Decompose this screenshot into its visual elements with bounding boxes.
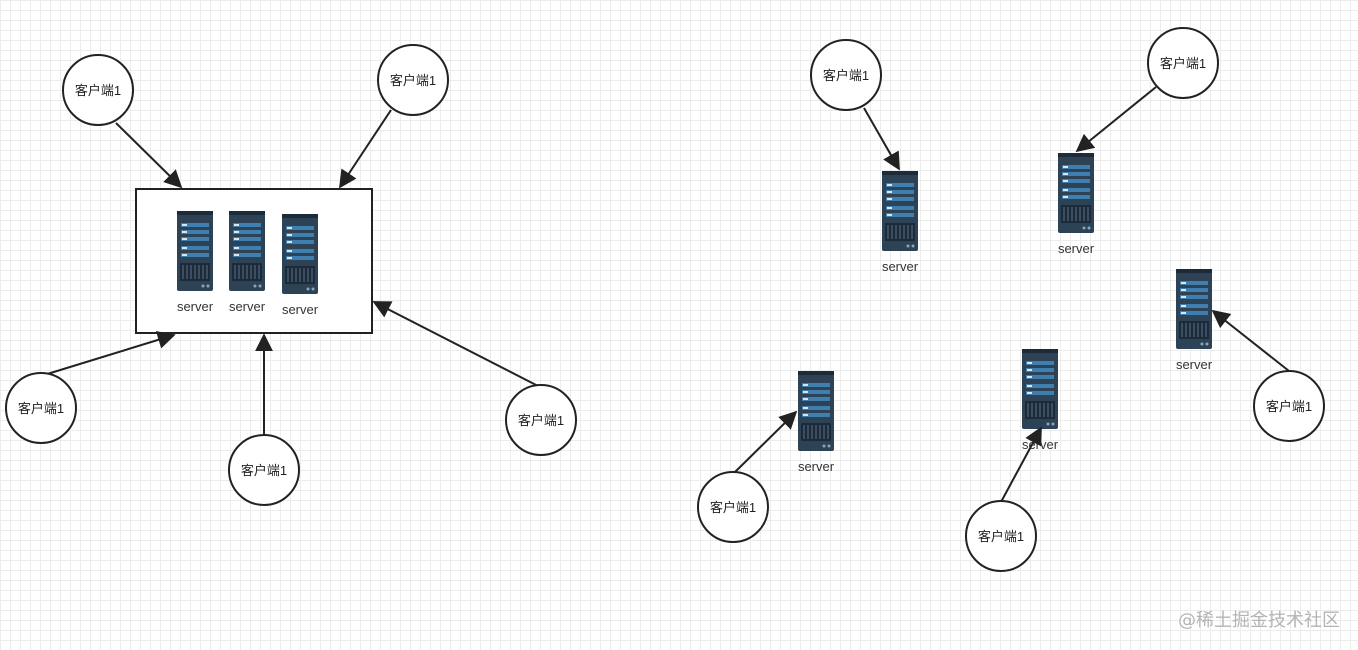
server-rack-icon — [228, 210, 266, 292]
server-label: server — [1022, 437, 1059, 452]
server-rack-icon — [1057, 152, 1095, 234]
server-label: server — [229, 299, 266, 314]
server-rack-icon — [176, 210, 214, 292]
server-rack-icon — [281, 213, 319, 295]
standalone-server: server — [1175, 268, 1213, 372]
client-label: 客户端1 — [1266, 399, 1312, 414]
client-label: 客户端1 — [241, 463, 287, 478]
edge-arrow — [1000, 426, 1042, 503]
client-label: 客户端1 — [518, 413, 564, 428]
edge-arrow — [115, 122, 183, 189]
client-label: 客户端1 — [18, 401, 64, 416]
client-node: 客户端1 — [965, 500, 1037, 572]
server-label: server — [1058, 241, 1095, 256]
standalone-server: server — [1021, 348, 1059, 452]
server-label: server — [282, 302, 319, 317]
client-node: 客户端1 — [5, 372, 77, 444]
client-node: 客户端1 — [697, 471, 769, 543]
standalone-server: server — [797, 370, 835, 474]
edge-arrow — [1075, 86, 1157, 153]
client-label: 客户端1 — [823, 68, 869, 83]
client-node: 客户端1 — [377, 44, 449, 116]
edge-arrow — [372, 301, 541, 388]
client-node: 客户端1 — [505, 384, 577, 456]
server-label: server — [1176, 357, 1213, 372]
client-node: 客户端1 — [62, 54, 134, 126]
client-node: 客户端1 — [228, 434, 300, 506]
standalone-server: server — [1057, 152, 1095, 256]
client-node: 客户端1 — [810, 39, 882, 111]
cluster-server-3: server — [281, 213, 319, 317]
edge-arrow — [1211, 309, 1290, 372]
client-label: 客户端1 — [710, 500, 756, 515]
watermark: @稀土掘金技术社区 — [1178, 610, 1340, 631]
server-rack-icon — [797, 370, 835, 452]
client-node: 客户端1 — [1253, 370, 1325, 442]
server-label: server — [798, 459, 835, 474]
server-rack-icon — [1175, 268, 1213, 350]
client-label: 客户端1 — [390, 73, 436, 88]
server-label: server — [177, 299, 214, 314]
client-node: 客户端1 — [1147, 27, 1219, 99]
server-rack-icon — [881, 170, 919, 252]
server-label: server — [882, 259, 919, 274]
edge-arrow — [863, 107, 900, 171]
edge-arrow — [734, 410, 798, 473]
client-label: 客户端1 — [75, 83, 121, 98]
edge-arrow — [43, 331, 176, 376]
client-label: 客户端1 — [978, 529, 1024, 544]
cluster-server-1: server — [176, 210, 214, 314]
client-label: 客户端1 — [1160, 56, 1206, 71]
edge-arrow — [339, 109, 392, 189]
server-rack-icon — [1021, 348, 1059, 430]
standalone-server: server — [881, 170, 919, 274]
cluster-server-2: server — [228, 210, 266, 314]
